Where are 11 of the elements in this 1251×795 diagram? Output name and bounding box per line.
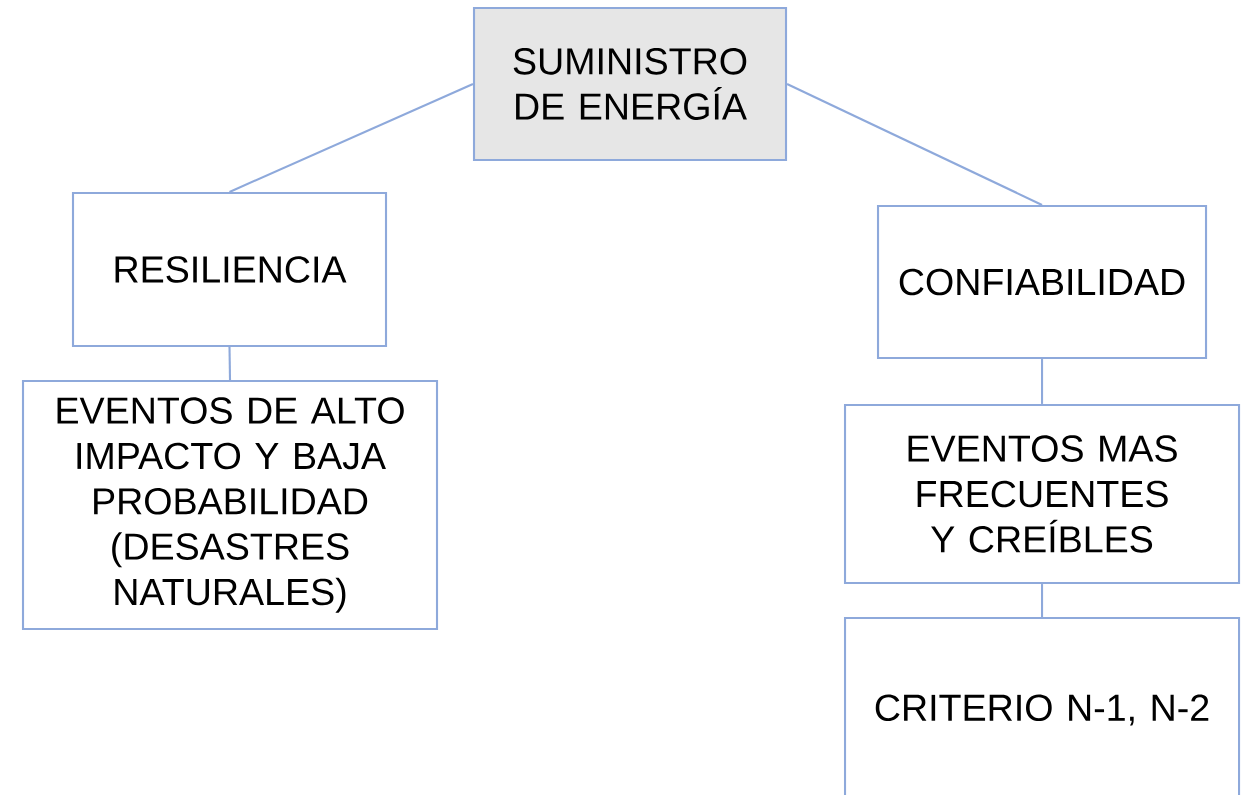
- connector-line: [229, 83, 474, 193]
- box: EVENTOS MAS FRECUENTES Y CREÍBLES: [843, 403, 1241, 585]
- box: CONFIABILIDAD: [876, 204, 1208, 360]
- connector-line: [1040, 359, 1044, 404]
- box: SUMINISTRO DE ENERGÍA: [472, 6, 788, 162]
- box: CRITERIO N-1, N-2: [843, 616, 1241, 795]
- connector-line: [786, 83, 1043, 206]
- connector-line: [1040, 584, 1044, 618]
- connector-line: [228, 347, 232, 380]
- box: EVENTOS DE ALTO IMPACTO Y BAJA PROBABILIDAD (DESASTRES NATURALES): [21, 379, 439, 631]
- box: RESILIENCIA: [71, 191, 388, 348]
